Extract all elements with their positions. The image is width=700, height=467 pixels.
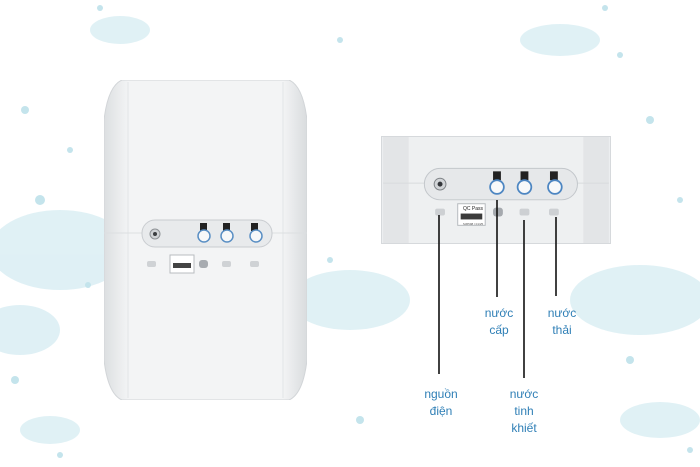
qc-sticker-code: S36598 / 01/25 bbox=[462, 222, 484, 226]
qc-sticker: QC Pass bbox=[460, 206, 486, 212]
port-detail-panel: QC Pass S36598 / 01/25 bbox=[381, 136, 611, 244]
qc-sticker-title: QC Pass bbox=[462, 206, 483, 212]
power-label: nguồn điện bbox=[424, 387, 458, 418]
pure-water-label: nước tinh khiết bbox=[509, 387, 539, 435]
water-purifier-unit bbox=[104, 80, 307, 400]
waste-water-label: nước thải bbox=[547, 306, 577, 337]
supply-water-label: nước cấp bbox=[484, 306, 514, 337]
